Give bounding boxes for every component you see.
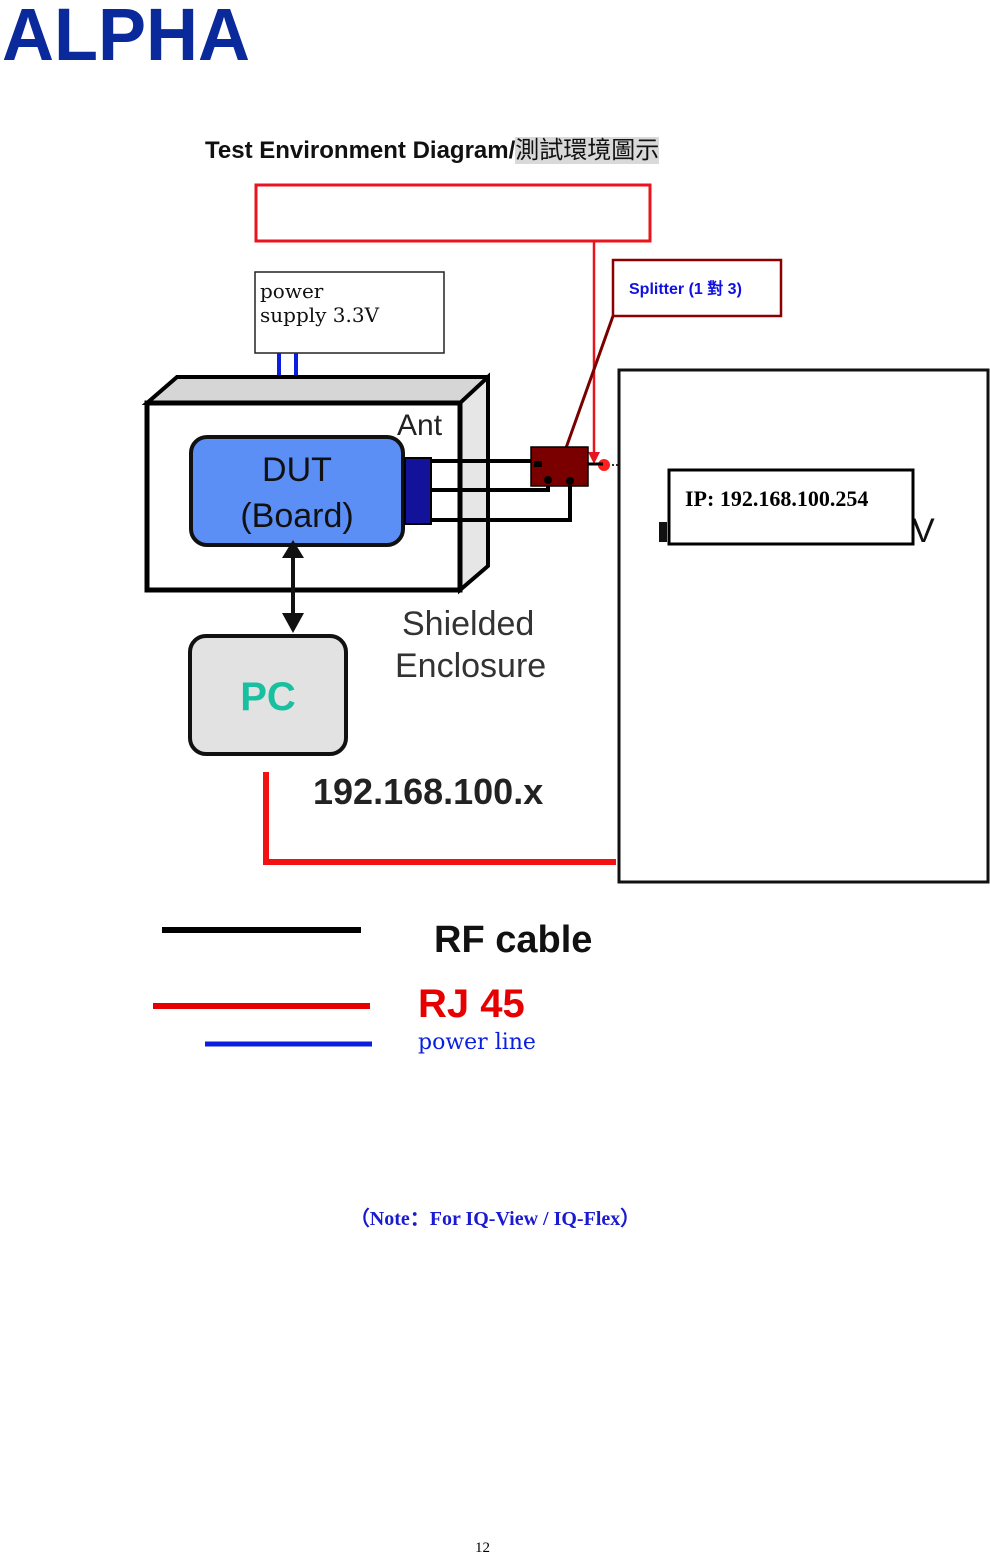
top-red-box xyxy=(254,183,652,243)
svg-text:V: V xyxy=(912,512,935,550)
legend-rf-label: RF cable xyxy=(434,919,592,961)
enclosure-top-face xyxy=(141,375,490,405)
splitter-callout-line xyxy=(564,315,615,449)
page-number: 12 xyxy=(475,1540,490,1556)
dut-label-line2: (Board) xyxy=(240,497,353,535)
title-cjk: 測試環境圖示 xyxy=(515,137,660,164)
dut-antenna-connector xyxy=(404,457,432,525)
page-title: Test Environment Diagram/測試環境圖示 xyxy=(205,130,660,165)
title-main: Test Environment Diagram/ xyxy=(205,137,516,164)
arrow-down xyxy=(282,613,304,633)
red-dot xyxy=(598,459,610,471)
red-arrowhead xyxy=(588,452,600,464)
rj45-cable xyxy=(263,772,616,865)
pc-label: PC xyxy=(240,675,296,719)
enclosure-label-line2: Enclosure xyxy=(395,647,546,685)
legend-power-label: power line xyxy=(418,1030,536,1055)
legend-rj45-label: RJ 45 xyxy=(418,982,525,1026)
tester-ip-box xyxy=(667,468,915,546)
enclosure-label-line1: Shielded xyxy=(402,605,534,643)
note-text: （Note：For IQ-View / IQ-Flex） xyxy=(349,1208,641,1230)
splitter-callout-box xyxy=(611,258,783,318)
power-supply-line1: power xyxy=(260,279,324,303)
alpha-logo: ALPHA xyxy=(2,0,250,66)
enclosure-side-face xyxy=(458,372,490,595)
splitter-label: Splitter (1 對 3) xyxy=(629,279,742,298)
tester-ip-label: IP: 192.168.100.254 xyxy=(685,486,868,511)
dut-board xyxy=(189,435,405,547)
dut-label-line1: DUT xyxy=(262,451,332,489)
pc-ip-label: 192.168.100.x xyxy=(313,771,543,812)
tester-box xyxy=(617,368,990,884)
ant-label: Ant xyxy=(397,409,443,442)
legend: RF cable RJ 45 power line xyxy=(153,919,592,1055)
logo-text: ALPHA xyxy=(2,0,250,66)
power-supply-line2: supply 3.3V xyxy=(260,303,380,327)
power-supply-box xyxy=(254,271,445,354)
arrow-up xyxy=(282,540,304,558)
pc-box xyxy=(188,634,348,756)
